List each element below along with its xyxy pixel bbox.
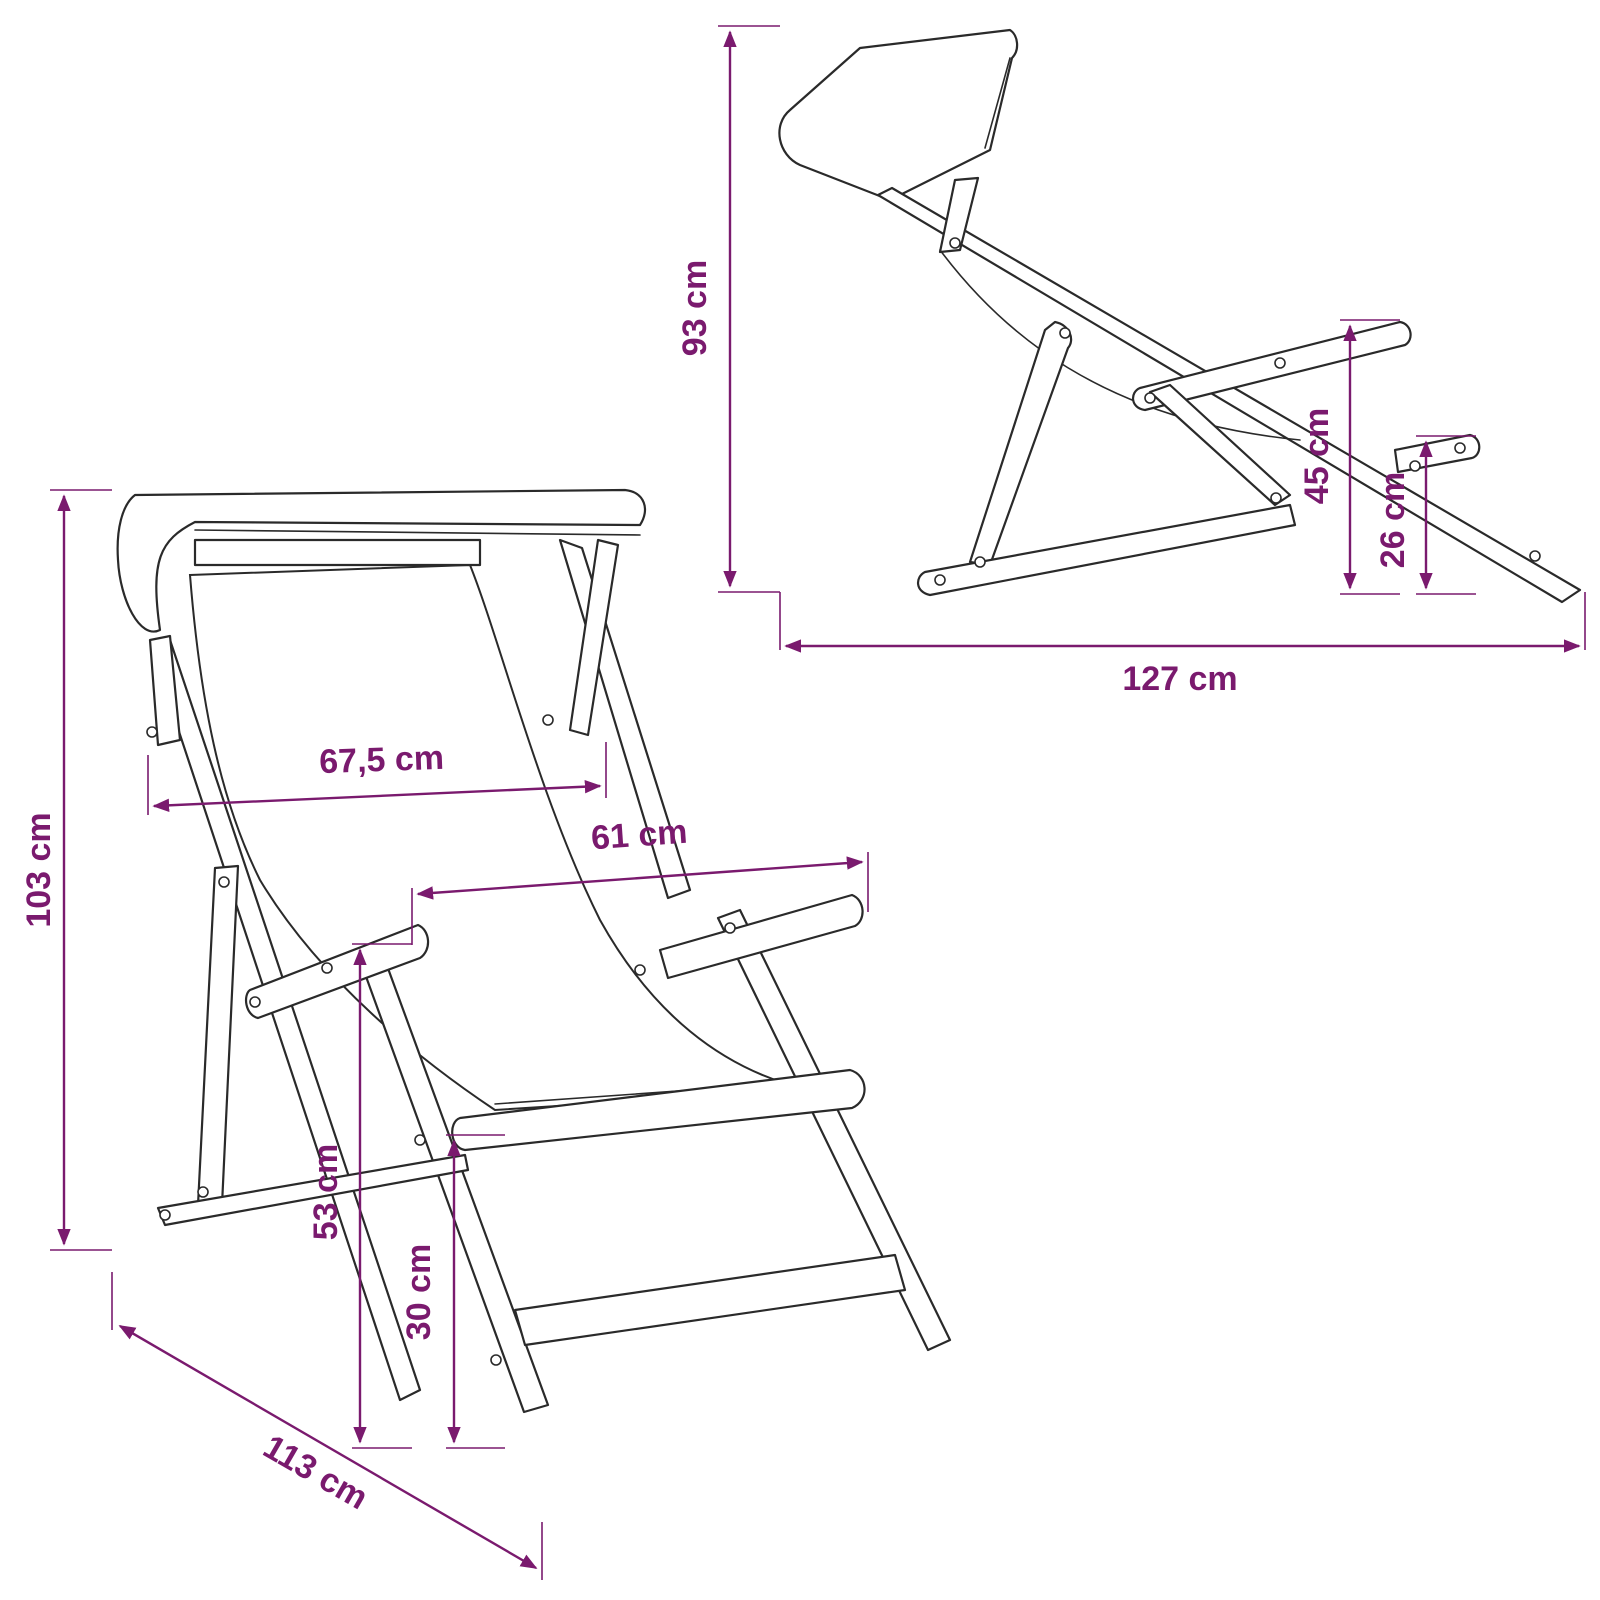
side-bolt	[1529, 550, 1541, 562]
front-bolt	[542, 714, 554, 726]
side-bolt	[974, 556, 986, 568]
dim-line-top-width	[152, 779, 602, 813]
side-front-leg	[968, 320, 1073, 567]
front-bolt	[724, 922, 736, 934]
dim-line-depth	[118, 1324, 538, 1570]
front-bolt	[414, 1134, 426, 1146]
label-armrest-height: 53 cm	[307, 1144, 345, 1240]
front-bolt	[634, 964, 646, 976]
side-bolt	[949, 237, 961, 249]
front-bolt	[218, 876, 230, 888]
label-side-height: 93 cm	[676, 260, 714, 356]
front-bolt	[321, 962, 333, 974]
dim-line-seat-width	[416, 856, 864, 900]
side-canopy-inner	[984, 57, 1011, 149]
front-canopy-post-left	[148, 634, 182, 747]
front-bolt	[197, 1186, 209, 1198]
side-bolt	[1059, 327, 1071, 339]
front-bolt	[146, 726, 158, 738]
side-seat-bar	[1393, 433, 1481, 474]
side-bolt	[1409, 460, 1421, 472]
side-sling	[939, 249, 1301, 441]
side-bolt	[1144, 392, 1156, 404]
front-bolt	[159, 1209, 171, 1221]
front-canopy-edge	[194, 529, 641, 536]
label-side-length: 127 cm	[1122, 660, 1237, 698]
label-side-armrest-height: 45 cm	[1298, 408, 1336, 504]
front-top-bar	[193, 538, 482, 567]
label-front-height: 103 cm	[20, 812, 58, 927]
front-canopy-post-right	[568, 538, 620, 737]
front-canopy	[116, 488, 647, 633]
front-front-leg-right	[716, 908, 952, 1352]
side-bolt	[934, 574, 946, 586]
side-view-chair	[778, 28, 1582, 604]
label-seat-height: 30 cm	[400, 1244, 438, 1340]
side-back-leg	[876, 186, 1582, 604]
front-bolt	[490, 1354, 502, 1366]
side-bolt	[1274, 357, 1286, 369]
side-base-rail	[917, 503, 1297, 597]
label-side-seat-height: 26 cm	[1374, 472, 1412, 568]
front-bolt	[249, 996, 261, 1008]
side-bolt	[1270, 492, 1282, 504]
label-seat-width: 61 cm	[590, 813, 689, 858]
side-inner-brace	[1148, 383, 1292, 507]
front-seat-bar	[451, 1068, 866, 1152]
side-canopy	[778, 28, 1019, 202]
dimension-lines	[50, 25, 1586, 1580]
label-top-width: 67,5 cm	[319, 739, 445, 781]
front-view-chair	[116, 488, 952, 1414]
side-bolt	[1454, 442, 1466, 454]
front-armrest-left	[244, 923, 430, 1020]
front-front-leg-left	[196, 864, 240, 1207]
side-armrest	[1132, 320, 1412, 412]
front-bottom-rail	[513, 1253, 907, 1347]
side-canopy-strut	[938, 176, 980, 254]
